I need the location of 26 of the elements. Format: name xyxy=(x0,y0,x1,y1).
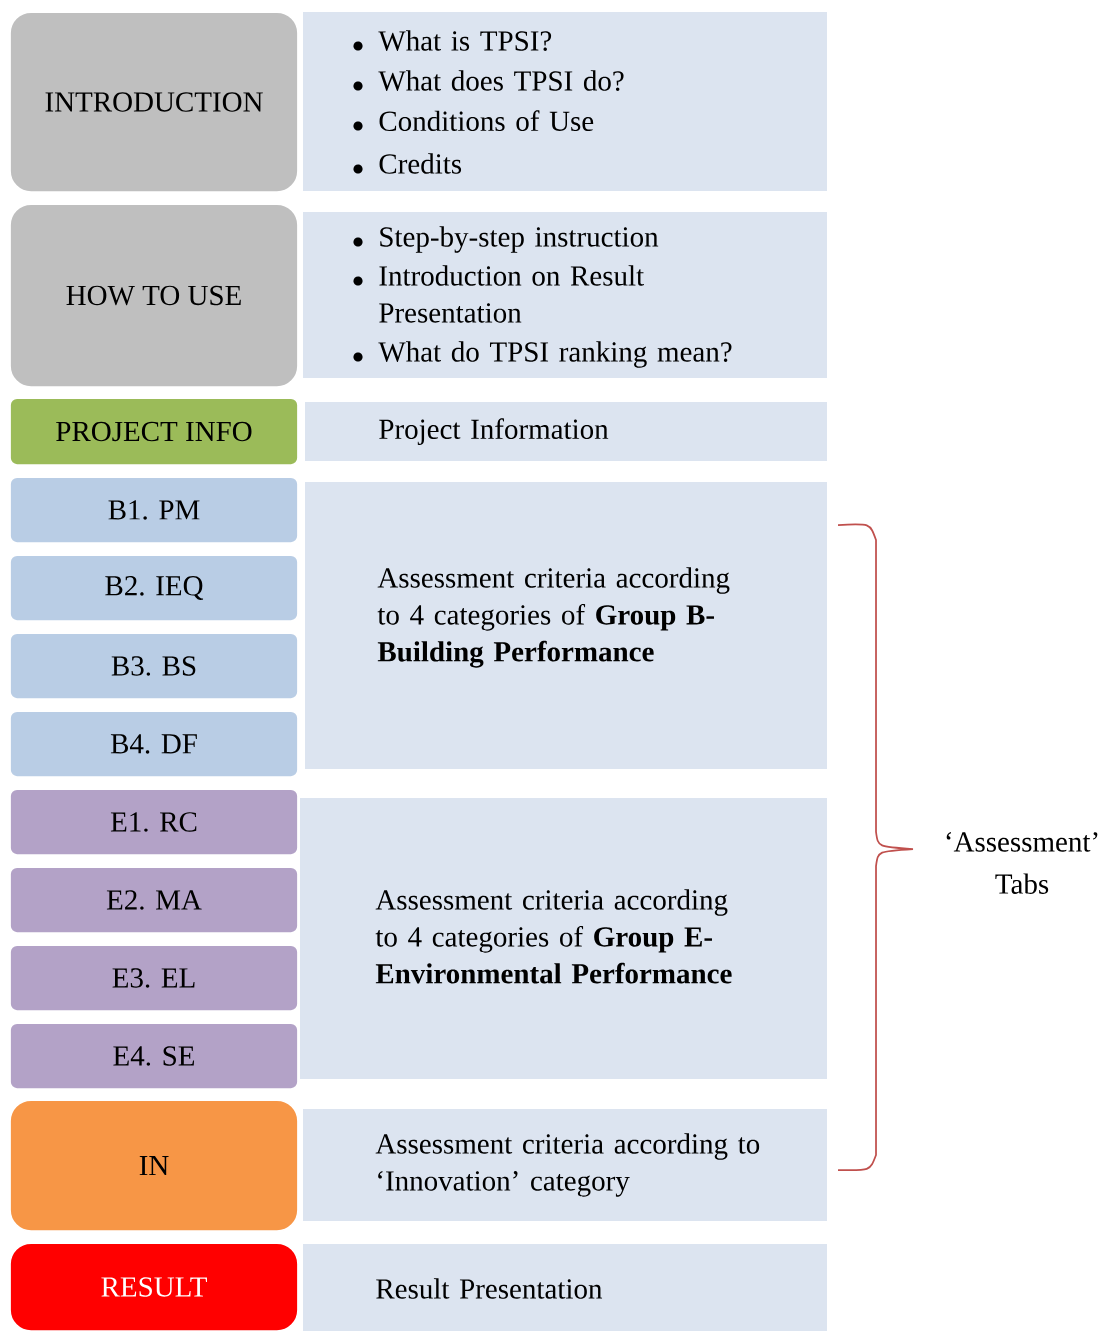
tab-box: INTRODUCTION xyxy=(9,11,299,193)
tab-box: B1. PM xyxy=(9,476,299,544)
panel-text: Result Presentation xyxy=(376,1278,603,1299)
tab-box: E3. EL xyxy=(9,944,299,1012)
panel-text: Project Information xyxy=(379,418,609,445)
tab-box: RESULT xyxy=(9,1242,299,1331)
panel-text: What is TPSI? xyxy=(378,30,552,51)
tab-box: B2. IEQ xyxy=(9,554,299,622)
panel-text: Step-by-step instruction xyxy=(380,226,659,253)
panel-text: Introduction on Result Presentation xyxy=(379,265,644,323)
tab-box: B4. DF xyxy=(9,710,299,778)
panel-text: Assessment criteria according to 4 categories of Group B- Building Performance xyxy=(377,567,730,668)
bracket-label: ‘Assessment’ Tabs xyxy=(946,832,1098,894)
tab-box: HOW TO USE xyxy=(9,203,299,388)
tab-box: E4. SE xyxy=(9,1022,299,1090)
tab-box: E2. MA xyxy=(9,866,299,934)
tab-box: E1. RC xyxy=(9,788,299,856)
panel-text: Credits xyxy=(379,153,462,174)
panel-text: What do TPSI ranking mean? xyxy=(378,341,732,368)
tab-box: B3. BS xyxy=(9,632,299,700)
panel-text: Conditions of Use xyxy=(379,110,594,132)
panel-text: Assessment criteria according to ‘Innovation’ category xyxy=(375,1133,760,1197)
panel-text: What does TPSI do? xyxy=(378,70,624,91)
panel-text: Assessment criteria according to 4 categories of Group E- Environmental Performance xyxy=(375,889,732,984)
tab-box: IN xyxy=(9,1099,299,1232)
tab-box: PROJECT INFO xyxy=(9,397,299,466)
